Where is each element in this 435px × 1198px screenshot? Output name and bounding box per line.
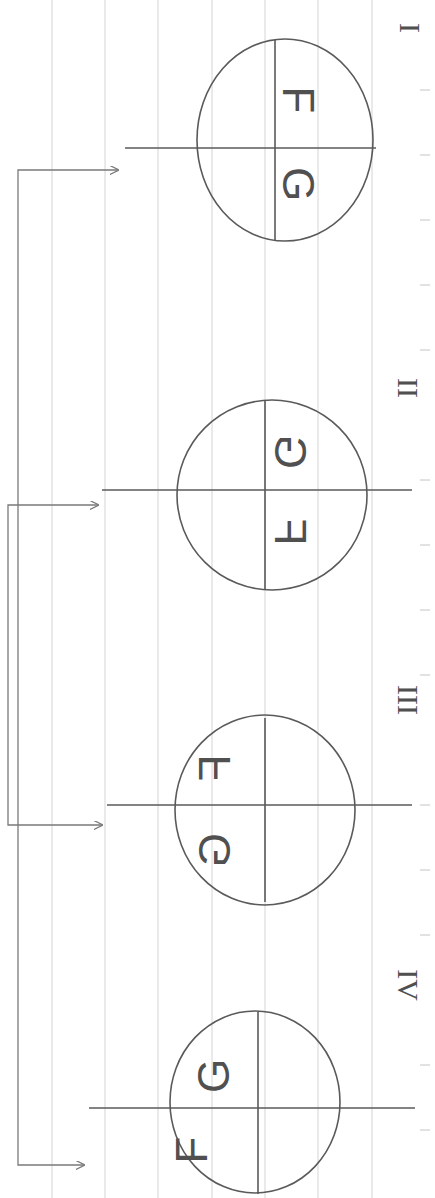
circle-shape xyxy=(197,39,373,241)
circle-outline xyxy=(84,1006,418,1196)
axis-line xyxy=(125,147,376,149)
divider-line xyxy=(264,400,266,590)
circle-shape xyxy=(177,400,367,590)
circle-outline xyxy=(102,712,414,908)
letter-glyph: G xyxy=(268,435,312,469)
figure-number: IV xyxy=(393,969,423,1001)
circle-shape xyxy=(175,715,355,905)
circle-shape xyxy=(170,1011,340,1193)
divider-line xyxy=(274,40,276,240)
axis-line xyxy=(89,1107,415,1109)
letter-glyph: F xyxy=(268,519,312,546)
letter-glyph: G xyxy=(276,167,320,201)
letter-glyph: G xyxy=(192,1059,236,1093)
bracket-arrow xyxy=(8,505,102,825)
figure-number: II xyxy=(393,378,423,398)
letter-glyph: F xyxy=(193,755,237,782)
figure-number: III xyxy=(393,685,423,715)
split-circle: FG xyxy=(118,36,378,246)
bracket-arrow xyxy=(18,170,118,1165)
split-circle: FG xyxy=(102,712,414,908)
split-circle: GF xyxy=(84,1006,418,1196)
figure-number: I xyxy=(395,23,425,33)
axis-line xyxy=(102,489,412,491)
divider-line xyxy=(257,1012,259,1194)
divider-line xyxy=(264,718,266,902)
axis-line xyxy=(107,804,412,806)
letter-glyph: F xyxy=(276,87,320,114)
letter-glyph: G xyxy=(193,833,237,867)
letter-glyph: F xyxy=(170,1137,214,1164)
circle-outline xyxy=(118,36,378,246)
circle-outline xyxy=(98,396,414,596)
split-circle: GF xyxy=(98,396,414,596)
